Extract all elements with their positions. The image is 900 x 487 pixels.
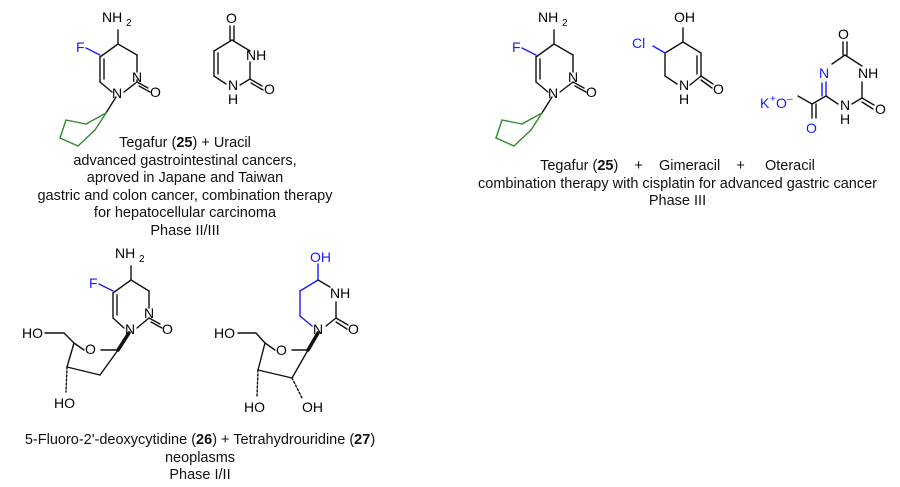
svg-text:2: 2	[126, 18, 132, 29]
svg-text:NH: NH	[538, 9, 558, 25]
svg-text:F: F	[512, 39, 521, 55]
svg-text:O: O	[162, 321, 173, 337]
svg-text:–: –	[787, 94, 793, 105]
caption-phase: Phase III	[648, 193, 707, 209]
svg-text:OH: OH	[310, 249, 331, 265]
svg-text:NH: NH	[330, 285, 350, 301]
svg-text:O: O	[348, 321, 359, 337]
svg-text:H: H	[228, 91, 238, 107]
svg-text:O: O	[586, 84, 597, 100]
caption-top-right-title: Tegafur (25) + Gimeracil + Oteracil	[540, 158, 815, 174]
svg-text:O: O	[85, 341, 96, 357]
svg-text:O: O	[150, 84, 161, 100]
caption-line: advanced gastrointestinal cancers,	[73, 152, 297, 169]
caption-phase: Phase II/III	[150, 222, 220, 239]
svg-text:N: N	[819, 65, 829, 81]
svg-text:N: N	[568, 69, 578, 85]
svg-text:N: N	[679, 77, 689, 93]
svg-text:N: N	[313, 321, 323, 337]
caption-top-left: Tegafur (25) + Uracil advanced gastroint…	[0, 135, 370, 240]
svg-text:O: O	[276, 342, 287, 358]
svg-text:N: N	[144, 305, 154, 321]
svg-text:O: O	[875, 101, 886, 117]
svg-text:NH: NH	[115, 245, 135, 261]
caption-top-left-title: Tegafur (25) + Uracil	[119, 135, 251, 151]
svg-text:OH: OH	[302, 399, 323, 415]
svg-text:O: O	[838, 26, 849, 42]
svg-text:O: O	[264, 81, 275, 97]
caption-line: combination therapy with cisplatin for a…	[478, 175, 877, 192]
svg-text:HO: HO	[22, 325, 43, 341]
svg-text:O: O	[713, 81, 724, 97]
svg-text:NH: NH	[102, 9, 122, 25]
svg-text:HO: HO	[54, 395, 75, 411]
caption-line: gastric and colon cancer, combination th…	[37, 187, 333, 204]
gimeracil-structure	[652, 27, 714, 89]
svg-text:NH: NH	[246, 47, 266, 63]
tegafur-structure-left	[59, 29, 151, 147]
compound-26-structure	[44, 265, 163, 393]
svg-text:O: O	[226, 10, 237, 26]
caption-phase: Phase I/II	[169, 467, 231, 483]
svg-text:H: H	[679, 91, 689, 107]
caption-top-right: Tegafur (25) + Gimeracil + Oteracil comb…	[455, 158, 900, 211]
oteracil-structure	[797, 41, 875, 119]
svg-text:+: +	[770, 94, 776, 105]
svg-text:H: H	[840, 111, 850, 127]
svg-text:N: N	[132, 69, 142, 85]
compound-27-structure	[237, 263, 349, 399]
svg-text:N: N	[125, 321, 135, 337]
uracil-structure	[213, 25, 264, 91]
svg-text:NH: NH	[858, 65, 878, 81]
tegafur-structure-right	[495, 29, 587, 147]
svg-text:N: N	[548, 85, 558, 101]
svg-text:O: O	[806, 120, 817, 136]
caption-line: neoplasms	[164, 449, 236, 466]
svg-text:O: O	[776, 95, 787, 111]
svg-text:N: N	[840, 97, 850, 113]
svg-text:HO: HO	[244, 399, 265, 415]
svg-text:N: N	[112, 85, 122, 101]
svg-text:F: F	[89, 275, 98, 291]
svg-text:HO: HO	[214, 325, 235, 341]
svg-text:N: N	[228, 77, 238, 93]
svg-text:OH: OH	[674, 9, 695, 25]
svg-text:F: F	[76, 39, 85, 55]
caption-line: aproved in Japane and Taiwan	[86, 170, 284, 186]
caption-line: for hepatocellular carcinoma	[93, 205, 277, 221]
caption-bottom: 5-Fluoro-2'-deoxycytidine (26) + Tetrahy…	[0, 432, 400, 485]
svg-text:2: 2	[562, 18, 568, 29]
svg-text:2: 2	[139, 254, 145, 265]
svg-text:Cl: Cl	[632, 35, 645, 51]
caption-bottom-title: 5-Fluoro-2'-deoxycytidine (26) + Tetrahy…	[24, 432, 376, 448]
svg-text:K: K	[760, 95, 770, 111]
